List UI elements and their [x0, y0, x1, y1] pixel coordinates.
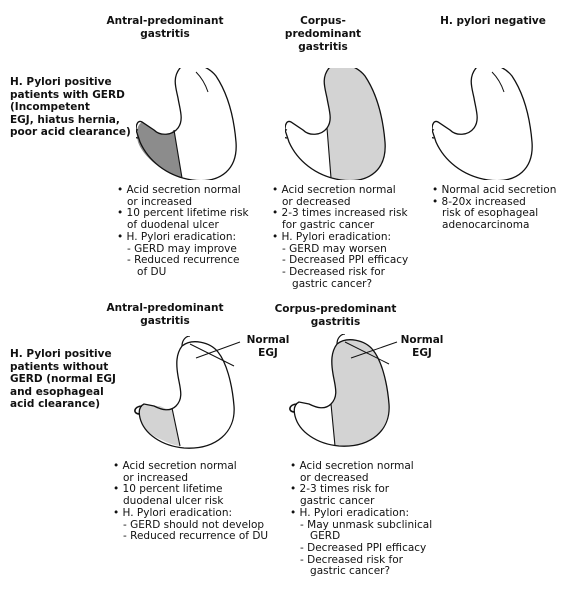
notes-bottom-antral: • Acid secretion normal or increased • 1…: [113, 460, 269, 543]
stomach-bottom-corpus: [289, 334, 398, 447]
row-label-without-gerd: H. Pylori positive patients without GERD…: [10, 348, 116, 410]
header-top-antral: Antral-predominant gastritis: [106, 15, 224, 40]
header-bottom-antral: Antral-predominant gastritis: [106, 302, 224, 327]
row-label-with-gerd: H. Pylori positive patients with GERD (I…: [10, 76, 131, 138]
stomach-top-corpus: [285, 68, 386, 180]
stomach-bottom-antral: [134, 336, 241, 449]
corpus-shade: [324, 68, 386, 180]
normal-egj-label-right: Normal EGJ: [400, 334, 444, 359]
header-top-corpus: Corpus-predominant gastritis: [284, 15, 362, 53]
stomach-outline: [136, 68, 237, 180]
header-top-negative: H. pylori negative: [440, 15, 546, 27]
header-bottom-corpus: Corpus-predominant gastritis: [274, 303, 397, 328]
corpus-shade: [331, 339, 390, 447]
antrum-shade: [139, 404, 180, 446]
notes-top-negative: • Normal acid secretion • 8-20x increase…: [432, 184, 557, 232]
notes-bottom-corpus: • Acid secretion normal or decreased • 2…: [290, 460, 433, 578]
stomach-top-antral: [136, 68, 237, 180]
antrum-shade: [136, 122, 182, 178]
notes-top-corpus: • Acid secretion normal or decreased • 2…: [272, 184, 409, 290]
stomach-top-negative: [432, 68, 533, 180]
notes-top-antral: • Acid secretion normal or increased • 1…: [117, 184, 249, 278]
normal-egj-label-left: Normal EGJ: [246, 334, 290, 359]
